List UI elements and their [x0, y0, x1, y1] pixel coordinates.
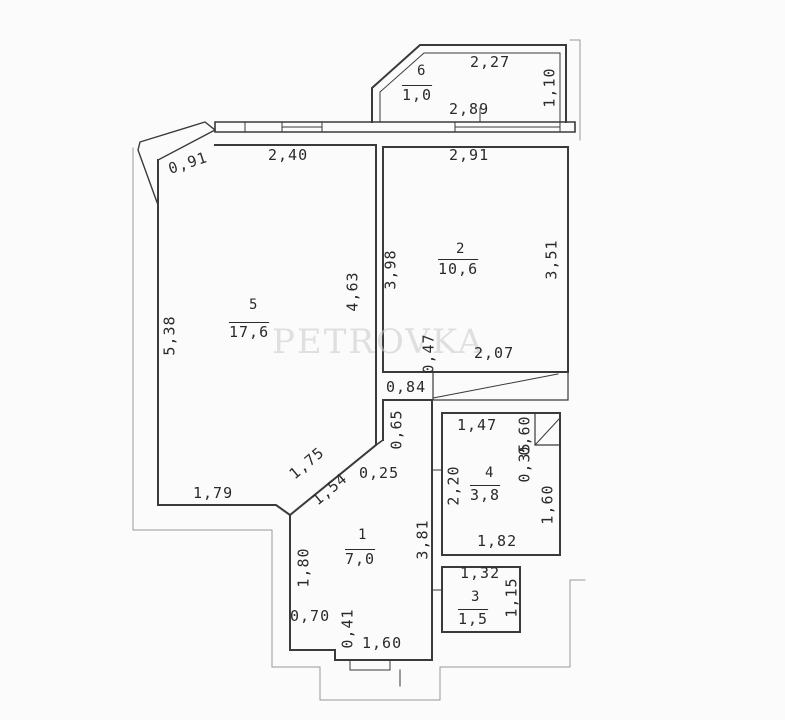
room-2-bottom-wall	[432, 371, 569, 401]
door-marks	[399, 107, 481, 687]
dim-r4-bottom: 1,82	[477, 532, 518, 550]
windows	[214, 121, 561, 671]
dim-r6-bottom: 2,89	[449, 100, 490, 118]
dim-r3-right: 1,15	[502, 577, 521, 618]
dim-r3-top: 1,32	[460, 564, 501, 582]
dim-r6-top: 2,27	[470, 53, 511, 71]
dim-hall-047: 0,47	[419, 333, 438, 374]
dim-r4-035: 0,35	[515, 442, 534, 483]
room-1-area: 7,0	[345, 550, 376, 568]
room-2-number: 2	[456, 241, 466, 257]
watermark: PETROVKA	[272, 322, 485, 362]
dim-r5-top: 2,40	[268, 146, 309, 164]
dim-r5-bottom: 1,79	[193, 484, 234, 502]
outer-boundary	[132, 147, 586, 701]
dim-r1-070: 0,70	[290, 607, 331, 625]
dim-r4-left: 2,20	[444, 465, 463, 506]
dim-r2-right: 3,51	[542, 239, 561, 280]
hall-wall	[374, 399, 384, 447]
dim-hall-065: 0,65	[387, 409, 406, 450]
room-1-number: 1	[358, 527, 368, 543]
room-3-outline	[441, 566, 521, 633]
dim-r1-left: 1,80	[294, 547, 313, 588]
room-4-area: 3,8	[470, 486, 501, 504]
dim-r4-top: 1,47	[457, 416, 498, 434]
dim-hall-084: 0,84	[386, 378, 427, 396]
dim-r2-top: 2,91	[449, 146, 490, 164]
r6-balcony-inner	[379, 52, 561, 123]
room-2-diagonal	[432, 373, 559, 399]
room-4-notch-diag	[534, 417, 561, 446]
room-4-outline	[441, 412, 561, 556]
room-3-number: 3	[471, 589, 481, 605]
dim-r6-side: 1,10	[540, 67, 559, 108]
dim-r2-left: 3,98	[381, 249, 400, 290]
outer-boundary-right	[569, 39, 581, 141]
room-5-number: 5	[249, 297, 259, 313]
room-6-number: 6	[417, 63, 427, 79]
room-6-area: 1,0	[402, 86, 433, 104]
dim-hall-025: 0,25	[359, 464, 400, 482]
dim-r1-right: 3,81	[413, 519, 432, 560]
room-3-area: 1,5	[458, 610, 489, 628]
room-4-notch	[534, 412, 561, 446]
dim-r1-041: 0,41	[338, 608, 357, 649]
r6-balcony-wall	[371, 44, 567, 123]
dim-r1-bottom: 1,60	[362, 634, 403, 652]
dim-r4-right: 1,60	[538, 484, 557, 525]
room-2-area: 10,6	[438, 260, 479, 278]
dim-r5-left: 5,38	[160, 315, 179, 356]
dim-r2-bottom: 2,07	[474, 344, 515, 362]
room-5-area: 17,6	[229, 323, 270, 341]
room-4-number: 4	[485, 465, 495, 481]
dim-r5-right: 4,63	[343, 271, 362, 312]
